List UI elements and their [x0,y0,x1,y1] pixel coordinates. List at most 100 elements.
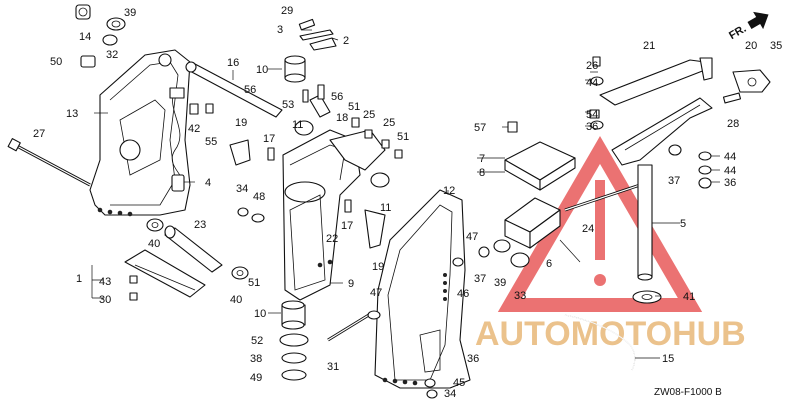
part-50-plug [80,55,96,68]
callout-26: 26 [586,60,598,72]
callout-13: 13 [66,108,78,120]
callout-43: 43 [99,276,111,288]
callout-6: 6 [546,258,552,270]
tilt-blocks [504,141,576,249]
screws-42-55 [189,103,214,115]
callout-2: 2 [343,35,349,47]
callout-labels: 1 2 3 4 5 6 8 7 9 10 10 11 11 12 13 14 1… [33,5,782,400]
callout-38: 38 [250,353,262,365]
part-32-nut [102,34,118,46]
callout-8: 8 [479,167,485,179]
callout-56-a: 56 [244,84,256,96]
callout-40-a: 40 [148,238,160,250]
left-swivel-bracket [89,49,191,217]
callout-35: 35 [770,40,782,52]
callout-41: 41 [683,291,695,303]
callout-37-right: 37 [668,175,680,187]
callout-32: 32 [106,49,118,61]
callout-39-bottom: 39 [494,277,506,289]
plate-assembly-1 [124,249,206,298]
watermark-text: AUTOMOTOHUB [475,315,746,353]
callout-39-top: 39 [124,7,136,19]
washer-40-a [146,218,164,232]
callout-12: 12 [443,185,455,197]
callout-40-b: 40 [230,294,242,306]
bracket-19-upper [229,139,251,166]
callout-36-b: 36 [724,177,736,189]
callout-7: 7 [479,153,485,165]
tiller-arm [611,97,713,166]
callout-25-a: 25 [363,109,375,121]
leader-lines [91,29,720,359]
lower-stack [279,300,309,381]
callout-33: 33 [514,290,526,302]
swivel-case [282,129,386,301]
washers-34-48 [237,207,265,223]
callout-16: 16 [227,57,239,69]
callout-49: 49 [250,372,262,384]
callout-25-b: 25 [383,117,395,129]
callout-23: 23 [194,219,206,231]
bracket-19-lower [364,209,386,249]
parts-47-46-37-39-33 [367,239,530,320]
callout-48: 48 [253,191,265,203]
callout-36-c: 36 [467,353,479,365]
callout-20: 20 [745,40,757,52]
bolts-51-25 [351,117,403,159]
callout-45: 45 [453,377,465,389]
bolt-31 [327,311,373,342]
callout-44-a: 44 [586,77,598,89]
pin-17 [267,147,352,213]
callout-19-top: 19 [235,117,247,129]
callout-31: 31 [327,361,339,373]
callout-51-b: 51 [397,131,409,143]
callout-11-top: 11 [292,119,303,131]
diagram-code: ZW08-F1000 B [654,387,722,398]
callout-53: 53 [282,99,294,111]
trim-sensor-wire [169,87,185,192]
long-bolt-27 [7,138,91,187]
callout-37-left: 37 [474,273,486,285]
bolt-28 [722,92,742,104]
callout-44-b: 44 [724,151,736,163]
callout-28: 28 [727,118,739,130]
callout-4: 4 [205,177,211,189]
front-direction-arrow: FR. [727,11,769,42]
callout-44-c: 44 [724,165,736,177]
callout-11-bottom: 11 [380,202,391,214]
callout-17-bottom: 17 [341,220,353,232]
fasteners-45-34 [424,378,438,399]
callout-17-top: 17 [263,133,275,145]
callout-46: 46 [457,288,469,300]
bracket-20 [732,69,771,93]
callout-50: 50 [50,56,62,68]
callout-21: 21 [643,40,655,52]
callout-54: 54 [586,109,598,121]
right-stern-bracket [374,189,471,389]
steering-link-21 [599,57,713,106]
bolts-43-30 [129,275,138,301]
callout-18: 18 [336,112,348,124]
fitting-53-18 [302,84,331,118]
callout-52: 52 [251,335,263,347]
bolt-24 [564,183,641,212]
part-14-cap [75,4,91,20]
steering-shaft-5 [637,164,653,281]
callout-14: 14 [79,31,91,43]
callout-27: 27 [33,128,45,140]
tube-23 [164,225,223,273]
callout-36-a: 36 [586,121,598,133]
callout-57: 57 [474,122,486,134]
callout-42: 42 [188,123,200,135]
callout-55: 55 [205,136,217,148]
callout-51-c: 51 [248,277,260,289]
callout-47-left: 47 [370,287,382,299]
callout-51-a: 51 [348,101,360,113]
bushing-11-lower [370,172,390,188]
callout-9: 9 [348,278,354,290]
callout-34-top: 34 [236,183,248,195]
callout-5: 5 [680,218,686,230]
callout-24: 24 [582,223,594,235]
callout-30: 30 [99,294,111,306]
